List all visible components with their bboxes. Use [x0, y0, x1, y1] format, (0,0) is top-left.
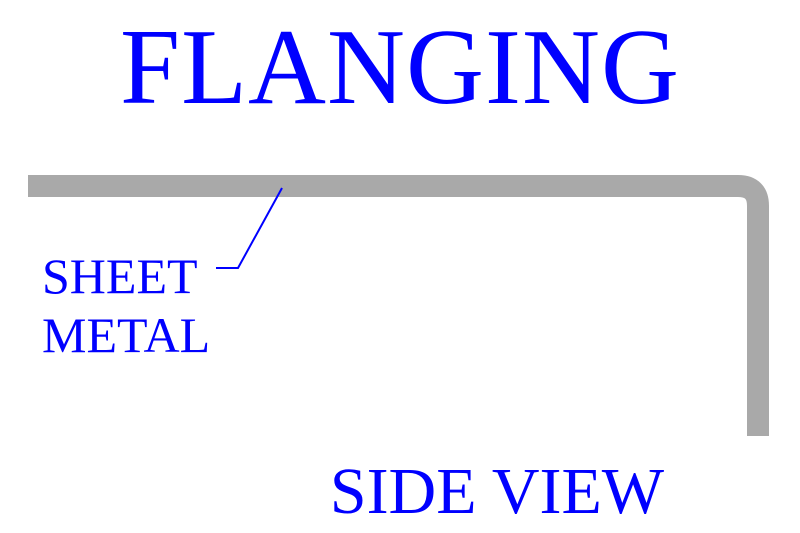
- sheet-metal-label-line-1: SHEET: [42, 248, 198, 304]
- sheet-metal-profile: [28, 175, 769, 436]
- leader-line: [216, 187, 283, 269]
- view-label: SIDE VIEW: [329, 455, 665, 528]
- diagram-title: FLANGING: [120, 8, 680, 127]
- sheet-metal-label-line-2: METAL: [42, 307, 211, 363]
